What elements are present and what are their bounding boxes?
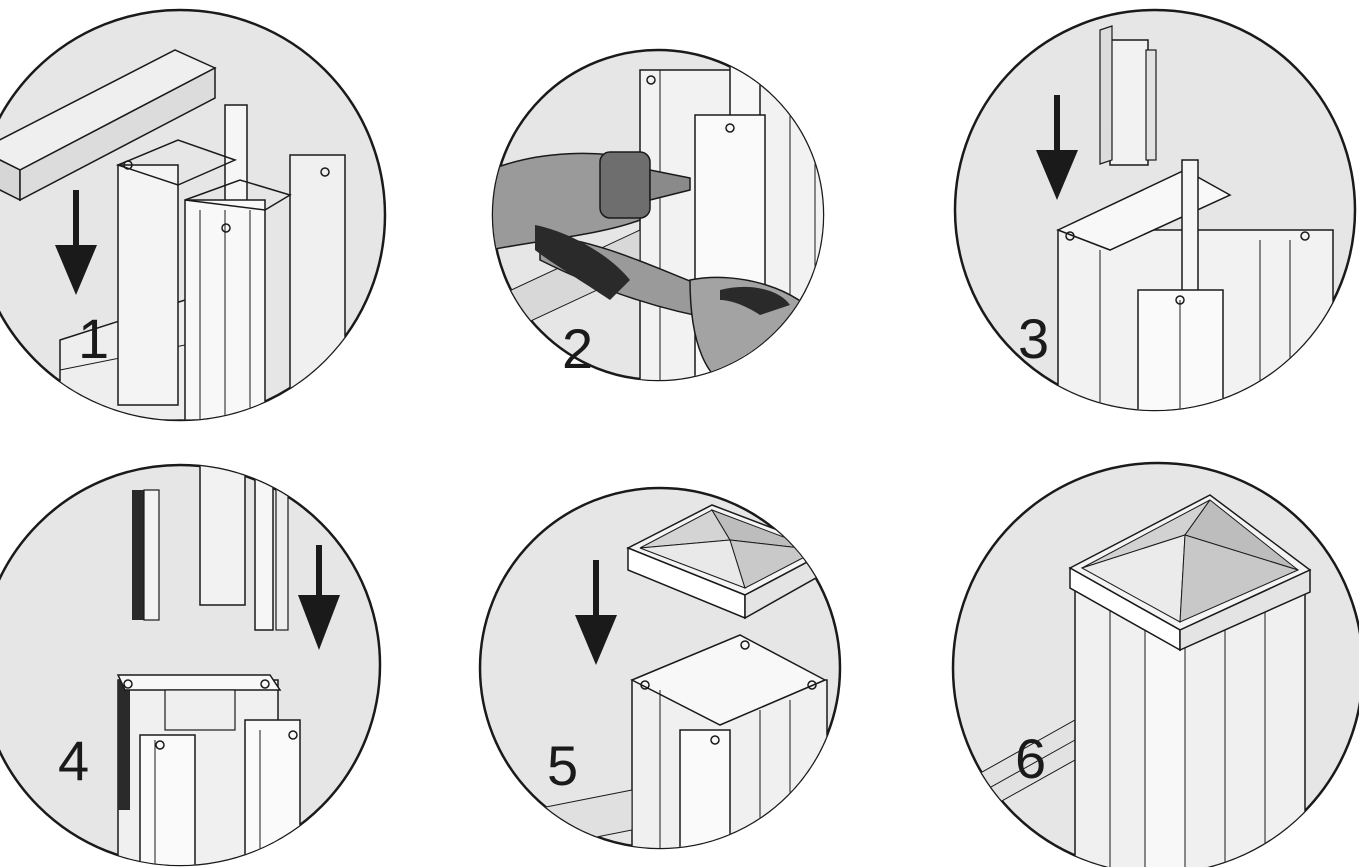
step-1-panel: 1 [0, 10, 385, 420]
step-5-panel: 5 [480, 488, 840, 867]
step-4-panel: 4 [0, 465, 380, 867]
step-3-panel: 3 [955, 10, 1355, 430]
step-2-number: 2 [562, 317, 593, 380]
step-1-number: 1 [78, 307, 109, 370]
step-3-number: 3 [1018, 307, 1049, 370]
step-2-illustration [490, 40, 830, 415]
infill-strips-icon [132, 465, 288, 630]
step-4-number: 4 [58, 729, 89, 792]
step-2-panel: 2 [490, 40, 830, 415]
step-6-number: 6 [1015, 727, 1046, 790]
step-5-number: 5 [547, 734, 578, 797]
step-6-panel: 6 [950, 463, 1359, 867]
cover-strip-icon [1100, 26, 1156, 165]
